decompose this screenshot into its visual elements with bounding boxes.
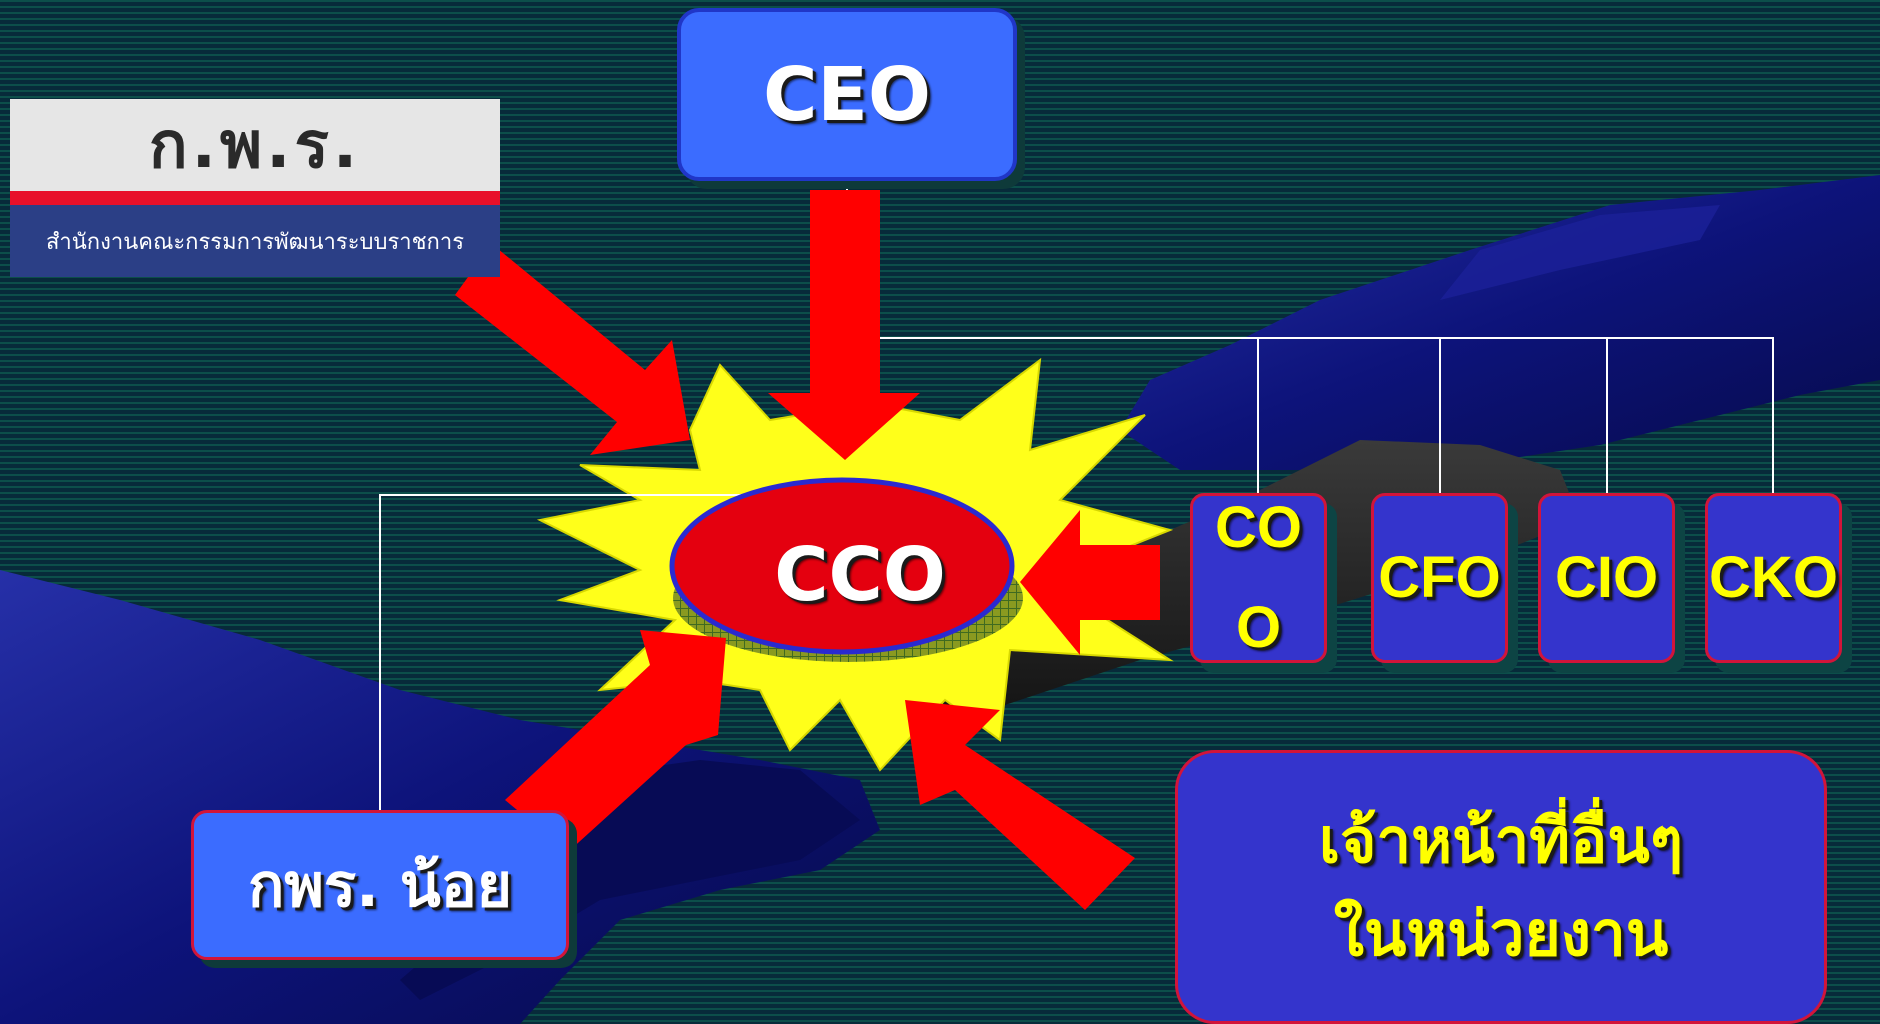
logo-title: ก.พ.ร. <box>10 99 500 191</box>
arrow-from-logo <box>455 244 690 455</box>
other-officials-line2: ในหน่วยงาน <box>1333 897 1669 970</box>
arrow-from-others <box>905 700 1135 910</box>
kpr-connector-line <box>379 494 780 810</box>
cfo-label: CFO <box>1378 545 1501 610</box>
other-officials-box: เจ้าหน้าที่อื่นๆ ในหน่วยงาน <box>1175 750 1827 1024</box>
logo-red-stripe <box>10 191 500 205</box>
right-hand-shape <box>1120 175 1880 470</box>
arrow-from-kpr-small <box>505 630 726 852</box>
coo-label: COO <box>1215 495 1302 660</box>
logo-subtitle: สำนักงานคณะกรรมการพัฒนาระบบราชการ <box>10 205 500 277</box>
cco-label: CCO <box>774 532 946 618</box>
cio-box: CIO <box>1538 493 1675 663</box>
cio-label: CIO <box>1554 545 1659 610</box>
kpr-small-box: กพร. น้อย <box>191 810 569 960</box>
arrow-from-ceo <box>768 190 920 460</box>
cco-ellipse <box>669 477 1015 655</box>
right-hand-finger <box>1440 205 1720 300</box>
other-officials-line1: เจ้าหน้าที่อื่นๆ <box>1318 804 1684 877</box>
cfo-box: CFO <box>1371 493 1508 663</box>
opdc-logo: ก.พ.ร. สำนักงานคณะกรรมการพัฒนาระบบราชการ <box>10 99 500 277</box>
arrow-from-coo <box>1020 510 1160 655</box>
cko-box: CKO <box>1705 493 1842 663</box>
coo-box: COO <box>1190 493 1327 663</box>
ceo-box: CEO <box>677 8 1017 181</box>
cko-label: CKO <box>1709 545 1838 610</box>
